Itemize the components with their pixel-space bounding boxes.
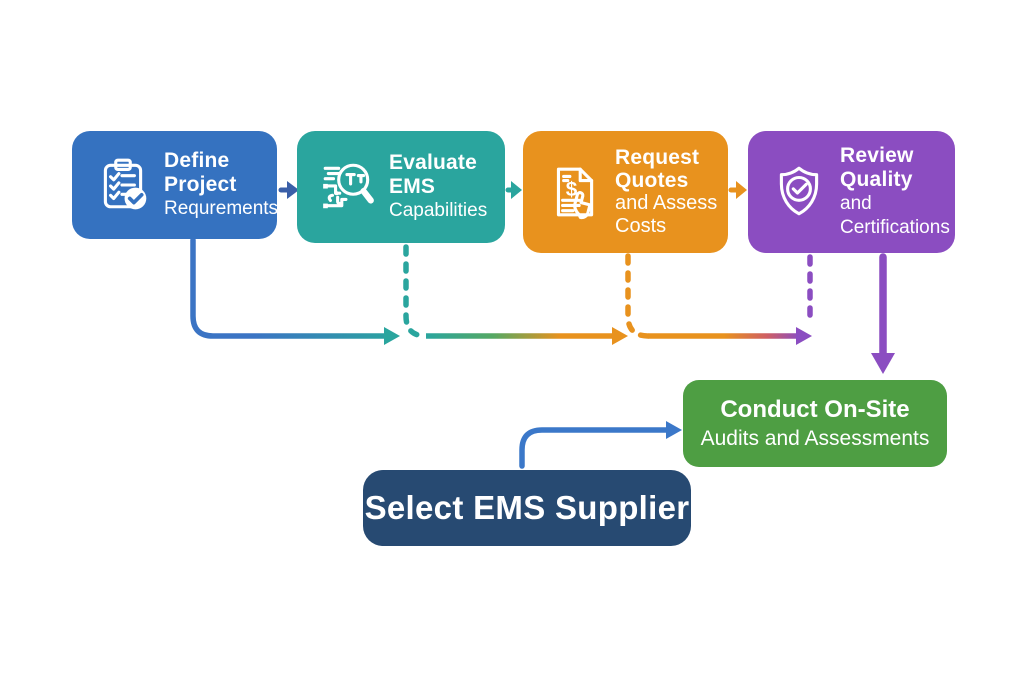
step-label-line: Certifications — [840, 217, 950, 238]
shield-check-icon — [770, 163, 828, 221]
step-label-line: Capabilities — [389, 200, 488, 221]
step-review-quality-certifications: Review Quality and Certifications — [748, 131, 955, 253]
step-label-line: Costs — [615, 215, 667, 237]
step-label-line: EMS — [389, 175, 436, 198]
arrow-request-to-review — [728, 181, 747, 199]
magnifier-circuit-icon — [319, 158, 377, 216]
arrow-evaluate-to-request — [505, 181, 522, 199]
step-evaluate-ems-capabilities: Evaluate EMS Capabilities — [297, 131, 505, 243]
step-label-line: Define — [164, 149, 230, 172]
connector-evaluate-down — [403, 244, 628, 345]
step-label-line: Quotes — [615, 169, 689, 192]
connector-review-to-conduct — [871, 253, 895, 374]
connector-request-down — [625, 253, 812, 345]
conduct-onsite-audits-box: Conduct On-Site Audits and Assessments — [683, 380, 947, 467]
clipboard-checklist-icon — [94, 156, 152, 214]
step-label-line: and Assess — [615, 192, 718, 214]
select-ems-supplier-box: Select EMS Supplier — [363, 470, 691, 546]
step-label-line: Quality — [840, 168, 913, 191]
step-label-line: Request — [615, 146, 700, 169]
connector-define-down — [190, 237, 400, 345]
step-label-line: Evaluate — [389, 151, 477, 174]
step-define-project-requirements: Define Project Requrements — [72, 131, 279, 239]
step-label-line: Requrements — [164, 198, 279, 219]
select-box-label: Select EMS Supplier — [364, 489, 690, 526]
conduct-box-subtitle: Audits and Assessments — [700, 427, 930, 450]
step-label-line: Project — [164, 173, 237, 196]
quote-document-icon: $ — [545, 163, 603, 221]
connector-select-to-conduct — [519, 421, 682, 469]
step-label-line: and — [840, 193, 872, 214]
step-label-line: Review — [840, 144, 914, 167]
conduct-box-title: Conduct On-Site — [720, 396, 910, 423]
step-request-quotes-assess-costs: $ Request Quotes and Assess Costs — [523, 131, 728, 253]
svg-text:$: $ — [566, 178, 578, 201]
